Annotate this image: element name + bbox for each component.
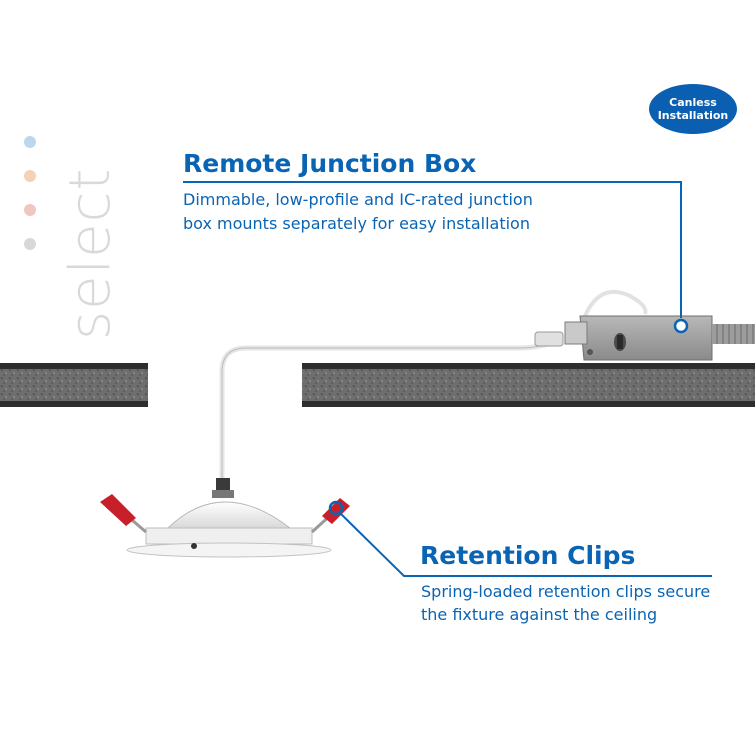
retention-clip-right: [310, 498, 350, 534]
retention-clips-callout: [328, 500, 712, 577]
recessed-fixture: [126, 478, 332, 558]
brand-dots: [24, 136, 36, 250]
canless-installation-badge: Canless Installation: [649, 84, 737, 134]
junction-box-desc-line2: box mounts separately for easy installat…: [183, 214, 530, 233]
badge-line1: Canless: [669, 96, 717, 109]
junction-box-callout: [183, 181, 689, 334]
badge-line2: Installation: [657, 109, 729, 122]
brand-logo: select: [58, 167, 123, 340]
junction-box: [564, 315, 755, 361]
flex-conduit: [712, 324, 755, 344]
cable-connector: [534, 331, 564, 347]
retention-clips-title: Retention Clips: [420, 541, 636, 570]
ceiling-left: [0, 363, 148, 407]
wire-loop: [583, 290, 648, 317]
ceiling-right: [302, 363, 755, 407]
retention-clips-desc-line2: the fixture against the ceiling: [421, 605, 658, 624]
junction-box-desc-line1: Dimmable, low-profile and IC-rated junct…: [183, 190, 533, 209]
junction-box-title: Remote Junction Box: [183, 149, 477, 178]
retention-clips-desc-line1: Spring-loaded retention clips secure: [421, 582, 711, 601]
retention-clip-left: [100, 494, 147, 534]
power-cable: [219, 337, 561, 478]
